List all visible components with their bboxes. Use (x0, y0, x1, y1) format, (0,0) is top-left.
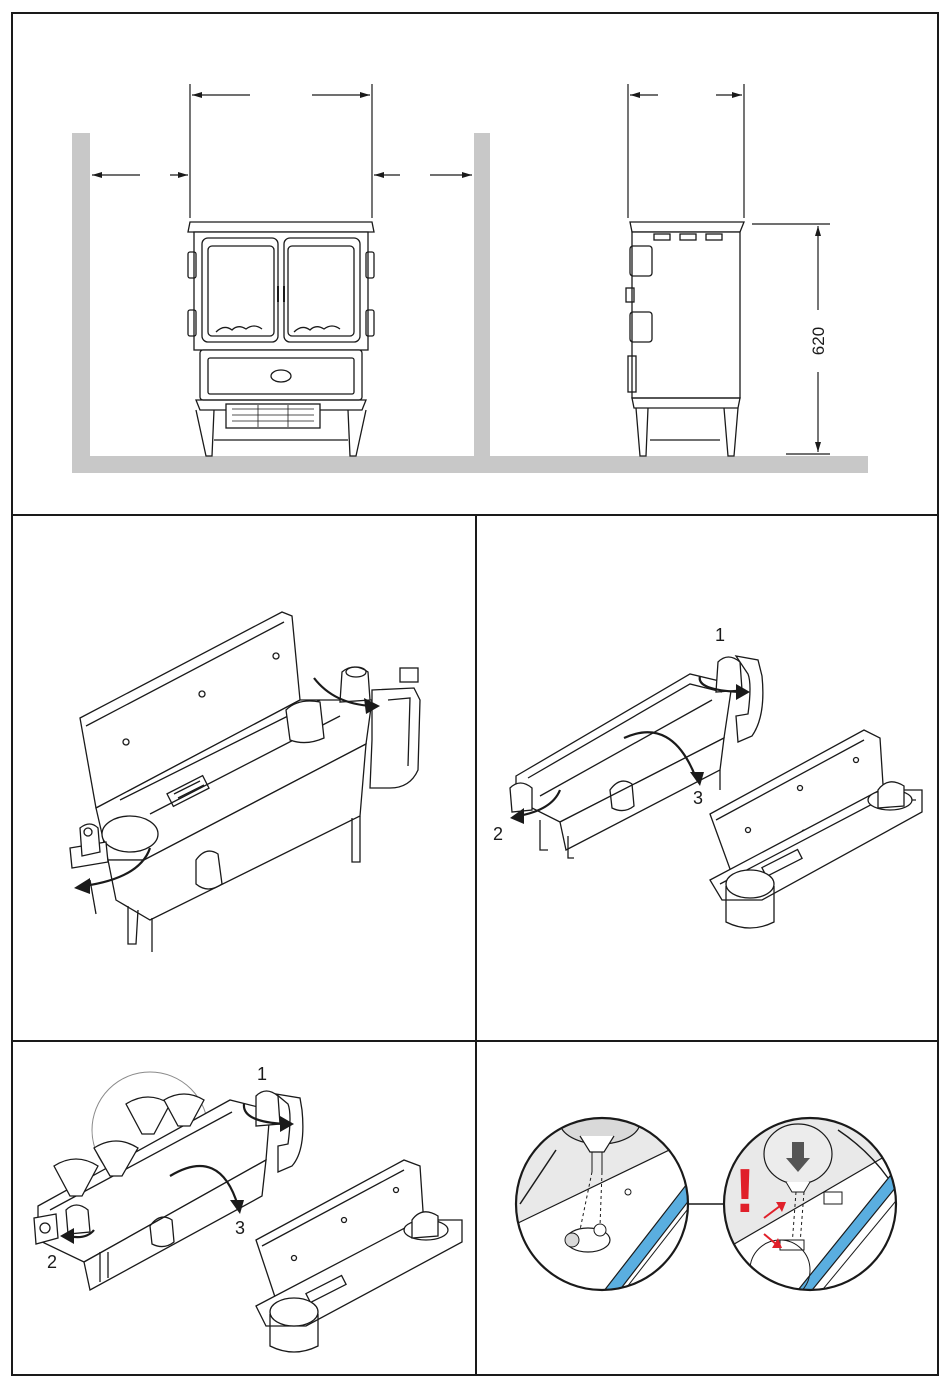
water-tank-assembly (70, 612, 420, 952)
detail-circle-misaligned (510, 1100, 700, 1300)
pump-alignment-drawing: ! (477, 1042, 937, 1374)
warning-icon: ! (735, 1157, 756, 1226)
dimension-drawing: 620 (13, 14, 937, 514)
step-label-3: 3 (693, 788, 703, 808)
tank-lift-detail-panel: 1 2 3 (11, 1040, 477, 1376)
tank-lift-drawing: 1 2 3 (477, 516, 937, 1040)
tank-lift-detail-drawing: 1 2 3 (13, 1042, 475, 1374)
middle-wall (474, 133, 490, 473)
side-floor (490, 456, 868, 473)
step-label-3: 3 (235, 1218, 245, 1238)
left-wall (72, 133, 90, 473)
step-label-2: 2 (493, 824, 503, 844)
arrowhead-left (74, 878, 90, 894)
dimensions-panel: 620 (11, 12, 939, 516)
heater-side-view (626, 222, 744, 456)
step-label-1: 1 (715, 625, 725, 645)
front-floor (72, 456, 474, 473)
heater-base (256, 1160, 462, 1352)
pump-alignment-panel: ! (475, 1040, 939, 1376)
step-label-1: 1 (257, 1064, 267, 1084)
tank-lift-panel: 1 2 3 (475, 514, 939, 1042)
step-label-2: 2 (47, 1252, 57, 1272)
tank-removal-panel (11, 514, 477, 1042)
heater-front-view (188, 222, 374, 456)
height-dimension-label: 620 (809, 327, 828, 355)
heater-base (710, 730, 922, 928)
tank-removal-drawing (13, 516, 475, 1040)
